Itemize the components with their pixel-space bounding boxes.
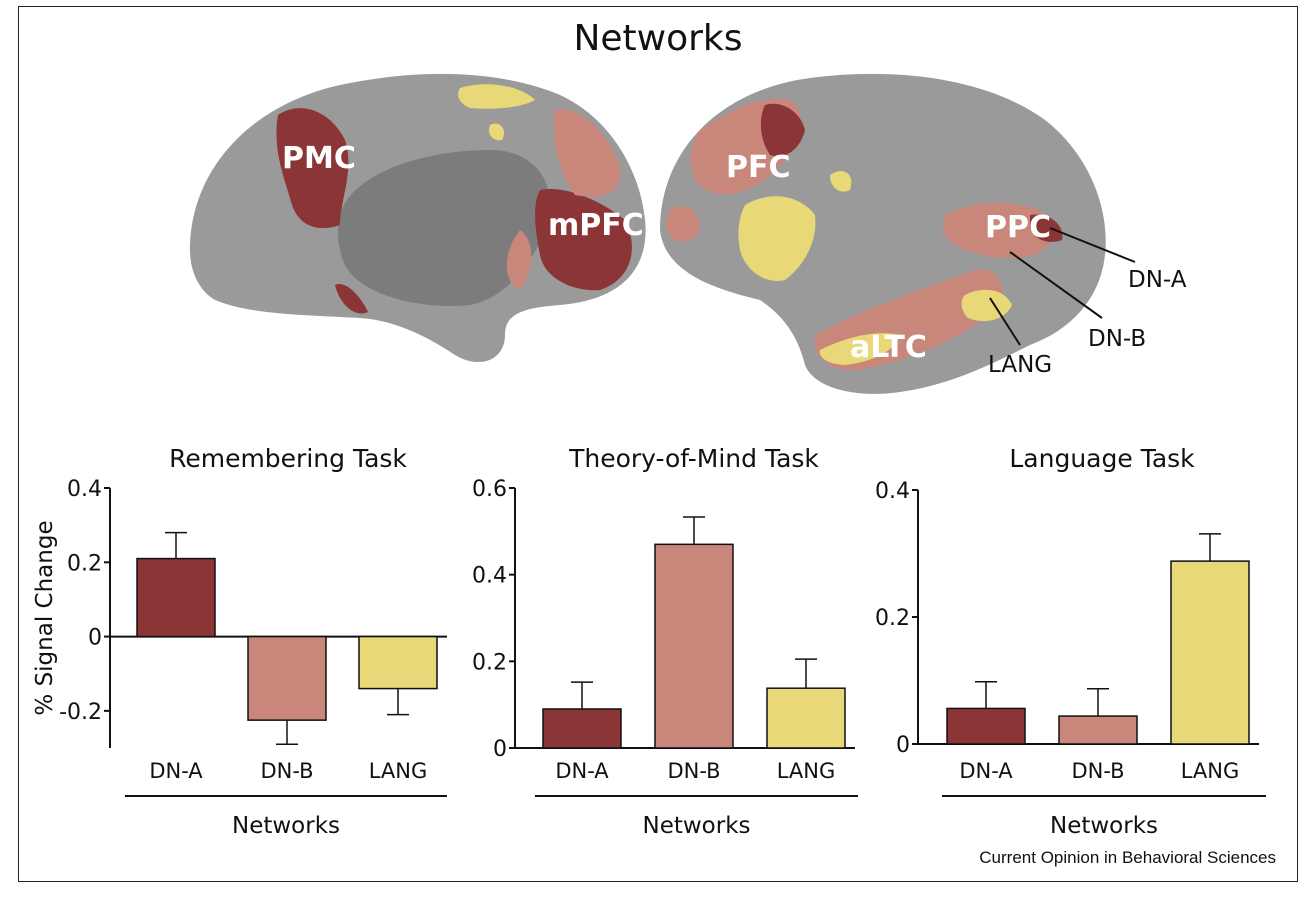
figure-title: Networks [573,18,743,59]
callout-dn-a: DN-A [1128,267,1187,293]
category-label: DN-A [959,759,1013,783]
brain-label-pfc: PFC [726,150,791,185]
bar-lang [1170,560,1250,745]
x-axis-label: Networks [1050,813,1158,839]
chart-title: Remembering Task [169,444,407,473]
category-label: DN-B [1071,759,1124,783]
brain-label-pmc: PMC [282,141,356,176]
bar-lang [358,635,438,690]
y-tick-label: 0.2 [67,551,102,576]
y-tick-label: 0.6 [472,477,507,502]
y-tick-label: 0.4 [472,564,507,589]
credit-line: Current Opinion in Behavioral Sciences [979,848,1276,867]
callout-dn-b: DN-B [1088,326,1146,352]
callout-lang: LANG [988,352,1052,378]
callout-line-lang [989,297,1021,346]
y-tick-label: 0 [88,626,102,651]
bar-dn-b [654,543,734,749]
callout-line-dn-b [1009,251,1103,319]
category-label: LANG [369,759,428,783]
brain-label-altc: aLTC [850,330,927,365]
category-label: LANG [777,759,836,783]
y-tick-label: 0.2 [875,606,910,631]
category-label: DN-A [555,759,609,783]
bar-lang [766,687,846,749]
y-axis-label: % Signal Change [32,520,58,715]
brain-label-ppc: PPC [985,210,1051,245]
y-tick-label: -0.2 [59,700,102,725]
y-tick-label: 0.4 [67,477,102,502]
x-axis-label: Networks [232,813,340,839]
y-tick-label: 0 [896,733,910,758]
x-axis-label: Networks [642,813,750,839]
bar-dn-b [1058,715,1138,745]
category-label: DN-B [260,759,313,783]
lateral-hemisphere: PFC PPC aLTC DN-A DN-B LANG [660,73,1187,394]
bar-dn-b [247,635,327,721]
bar-dn-a [136,557,216,638]
category-label: LANG [1181,759,1240,783]
y-tick-label: 0.2 [472,650,507,675]
y-tick-label: 0.4 [875,479,910,504]
medial-hemisphere: PMC mPFC [190,73,646,363]
callout-line-dn-a [1049,227,1136,263]
bar-dn-a [946,707,1026,745]
corpus-callosum-region [337,150,550,306]
chart-title: Theory-of-Mind Task [568,444,819,473]
chart-title: Language Task [1009,444,1195,473]
y-tick-label: 0 [493,737,507,762]
category-label: DN-A [149,759,203,783]
bar-dn-a [542,708,622,749]
category-label: DN-B [667,759,720,783]
figure-frame [18,6,1298,882]
brain-label-mpfc: mPFC [548,208,644,243]
